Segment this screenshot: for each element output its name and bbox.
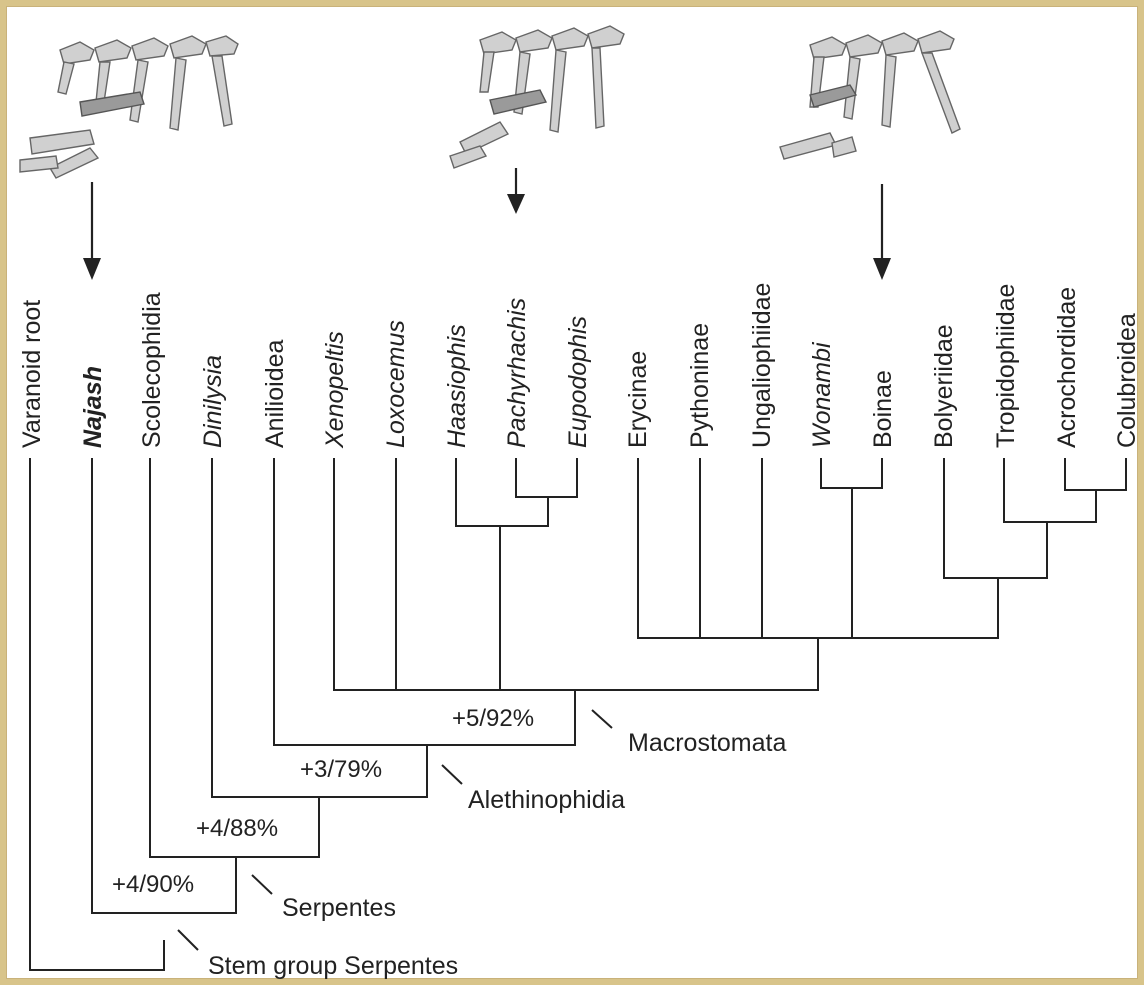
support-serpentes: +4/90% <box>112 871 194 898</box>
clade-macrostomata: Macrostomata <box>628 729 786 757</box>
pachyrhachis-arrow <box>507 168 525 214</box>
taxon-tropidophiidae: Tropidophiidae <box>992 284 1020 448</box>
taxon-colubroidea: Colubroidea <box>1113 313 1138 448</box>
taxon-ungaliophiidae: Ungaliophiidae <box>748 283 776 448</box>
boinae-arrow <box>873 184 891 280</box>
branch-wonambi-boinae <box>821 458 882 488</box>
leader-stem-group <box>178 930 198 950</box>
branch-bolyeriidae <box>944 458 1047 578</box>
leader-serpentes <box>252 875 272 894</box>
taxon-haasiophis: Haasiophis <box>443 324 471 448</box>
taxon-labels: Varanoid root Najash Scolecophidia Dinil… <box>18 283 1138 449</box>
taxon-loxocemus: Loxocemus <box>382 320 410 448</box>
leader-macrostomata <box>592 710 612 728</box>
taxon-erycinae: Erycinae <box>624 351 652 448</box>
clade-alethinophidia: Alethinophidia <box>468 786 625 814</box>
support-scolecophidia-node: +4/88% <box>196 815 278 842</box>
boinae-skeleton-illustration <box>780 31 960 159</box>
phylogenetic-tree: Varanoid root Najash Scolecophidia Dinil… <box>6 6 1138 979</box>
taxon-varanoid-root: Varanoid root <box>18 300 46 448</box>
taxon-bolyeriidae: Bolyeriidae <box>930 324 958 448</box>
branch-haasiophis <box>456 458 548 526</box>
pachyrhachis-skeleton-illustration <box>450 26 624 168</box>
clade-serpentes: Serpentes <box>282 894 396 922</box>
support-alethinophidia: +3/79% <box>300 756 382 783</box>
taxon-anilioidea: Anilioidea <box>261 339 289 448</box>
figure-frame: Varanoid root Najash Scolecophidia Dinil… <box>6 6 1138 979</box>
branch-dinilysia <box>212 458 427 797</box>
branch-acro-colubro <box>1065 458 1126 490</box>
taxon-pachyrhachis: Pachyrhachis <box>503 298 531 448</box>
taxon-acrochordidae: Acrochordidae <box>1053 287 1081 448</box>
taxon-boinae: Boinae <box>869 370 897 448</box>
taxon-pythoninae: Pythoninae <box>686 323 714 448</box>
taxon-scolecophidia: Scolecophidia <box>138 292 166 448</box>
branch-pachy-eupo <box>516 458 577 497</box>
taxon-eupodophis: Eupodophis <box>564 316 592 448</box>
taxon-najash: Najash <box>79 366 107 448</box>
taxon-wonambi: Wonambi <box>808 341 836 448</box>
branch-anilioidea <box>274 458 575 745</box>
taxon-xenopeltis: Xenopeltis <box>321 331 349 449</box>
clade-labels: Macrostomata Alethinophidia Serpentes St… <box>178 710 786 979</box>
taxon-dinilysia: Dinilysia <box>199 355 227 448</box>
clade-stem-group: Stem group Serpentes <box>208 952 458 979</box>
leader-alethinophidia <box>442 765 462 784</box>
branch-najash <box>92 458 236 913</box>
najash-skeleton-illustration <box>20 36 238 178</box>
support-macrostomata: +5/92% <box>452 705 534 732</box>
najash-arrow <box>83 182 101 280</box>
tree-branches <box>30 458 1126 970</box>
